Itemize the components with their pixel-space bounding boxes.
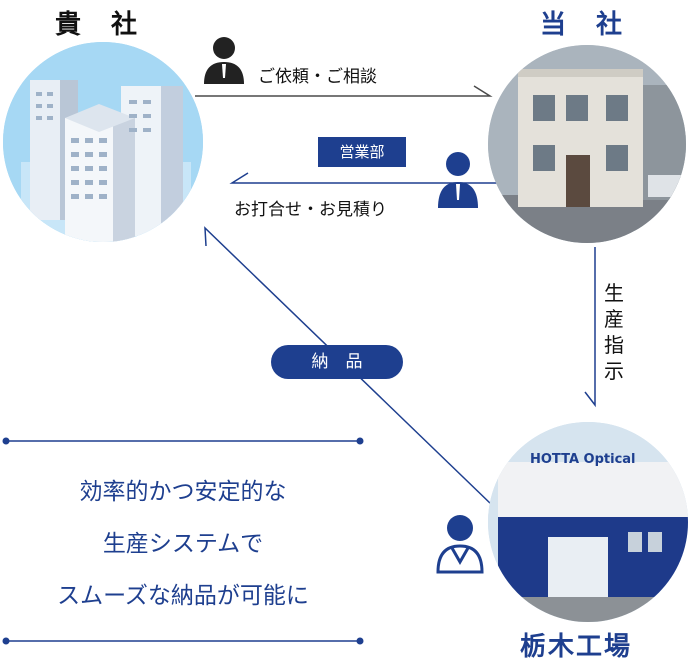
rule-dot [356, 437, 364, 445]
rule-dot [2, 437, 10, 445]
company-label: 当 社 [540, 10, 625, 40]
tagline-line: 効率的かつ安定的な [79, 479, 287, 505]
tagline: 効率的かつ安定的な 生産システムで スムーズな納品が可能に [3, 466, 363, 622]
sales-dept-badge: 営業部 [318, 137, 406, 167]
tagline-line: 生産システムで [102, 531, 264, 557]
delivery-arrow [204, 226, 493, 506]
meeting-label: お打合せ・お見積り [234, 200, 387, 220]
client-label: 貴 社 [55, 10, 140, 40]
meeting-arrow [229, 172, 497, 184]
delivery-badge: 納 品 [271, 345, 403, 379]
sales-person-icon [438, 152, 478, 208]
request-label: ご依頼・ご相談 [258, 67, 377, 87]
request-arrow [195, 85, 493, 97]
factory-label: 栃木工場 [520, 632, 633, 662]
production-arrow [584, 247, 596, 408]
production-label: 生産指示 [604, 281, 624, 383]
person-icon [204, 37, 244, 84]
factory-sign: HOTTA Optical [530, 452, 636, 467]
tagline-line: スムーズな納品が可能に [57, 583, 309, 609]
company-building-photo [488, 45, 686, 243]
rule-dot [356, 637, 364, 645]
factory-worker-icon [436, 515, 484, 574]
factory-building-photo: HOTTA Optical [488, 422, 688, 622]
rule-dot [2, 637, 10, 645]
client-buildings-image [3, 42, 203, 242]
